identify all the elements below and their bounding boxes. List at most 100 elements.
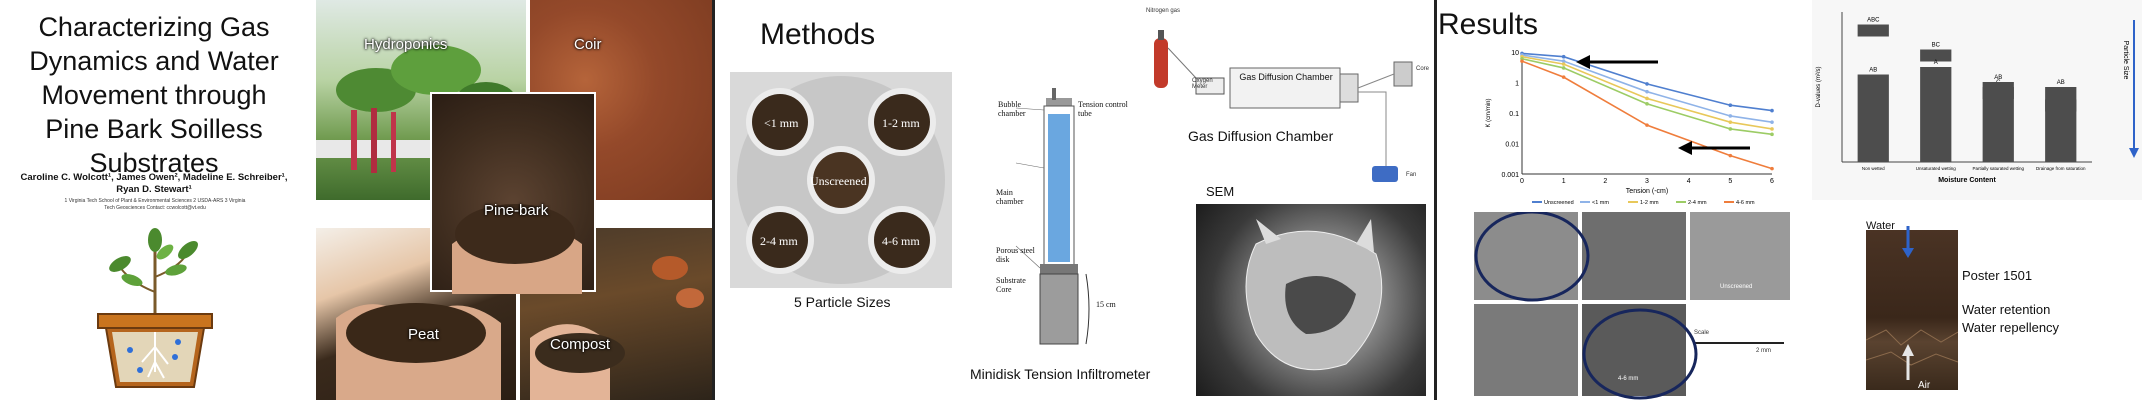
bar-label: AB [1994, 75, 2002, 81]
sem-tile-label: 4-6 mm [1618, 376, 1639, 382]
sem-micrograph-graphic [1245, 219, 1383, 371]
y-tick-label: 0.001 [1501, 172, 1519, 179]
pine-bark-label: Pine-bark [484, 202, 549, 219]
scale-value: 2 mm [1756, 348, 1771, 354]
data-point [1561, 54, 1566, 59]
data-point [1561, 66, 1566, 70]
scale-box: Scale 2 mm [1690, 304, 1790, 396]
soil-texture-graphic [1866, 329, 1958, 366]
highlight-circles [1474, 212, 1698, 400]
x-axis-label: Moisture Content [1938, 177, 1996, 184]
fan-label: Fan [1406, 172, 1417, 178]
data-point [1770, 127, 1774, 131]
peat-hands-icon [336, 303, 501, 400]
legend-entry: 2-4 mm [1688, 200, 1707, 206]
author-line: Caroline C. Wolcott¹, James Owen², Madel… [20, 172, 288, 183]
category-label: Non wetted [1862, 166, 1885, 171]
poster-title: Characterizing Gas Dynamics and Water Mo… [4, 10, 304, 180]
methods-panel: Methods <1 mm 1-2 mm Unscreened 2-4 mm 4… [716, 0, 1434, 400]
data-point [1728, 114, 1733, 118]
sem-tile-label: Unscreened [1720, 284, 1753, 290]
peat-label: Peat [408, 326, 439, 343]
bar [1920, 49, 1952, 62]
water-label: Water [1866, 220, 1895, 232]
sieve-label: Unscreened [810, 174, 867, 188]
sem-image [1196, 204, 1426, 396]
height-label: 15 cm [1096, 300, 1116, 309]
series-line [1521, 54, 1773, 123]
x-tick-label: 0 [1520, 178, 1524, 185]
affiliation-line: 1 Virginia Tech School of Plant & Enviro… [64, 198, 246, 204]
coir-label: Coir [574, 36, 602, 53]
water-arrow-icon [1902, 226, 1914, 258]
tension-control-label: Tension control tube [1078, 100, 1128, 118]
compost-hands-icon [530, 256, 704, 400]
bar [1920, 67, 1952, 162]
sem-tile [1474, 304, 1578, 396]
bar [2045, 87, 2077, 162]
scale-bar [1694, 342, 1784, 344]
panel-divider [712, 0, 715, 400]
trend-arrowhead [1576, 55, 1590, 69]
sieve-label: 4-6 mm [882, 234, 920, 248]
core-label: Core [1416, 66, 1430, 72]
hydroponics-label: Hydroponics [364, 36, 448, 53]
data-point [1645, 96, 1649, 101]
data-point [1645, 102, 1649, 106]
sieve-label: <1 mm [764, 116, 799, 130]
data-point [1561, 59, 1566, 63]
scale-label: Scale [1694, 330, 1710, 336]
gas-diffusion-diagram [1154, 30, 1413, 182]
title-line: Movement through [41, 80, 267, 110]
title-line: Dynamics and Water [29, 46, 279, 76]
poster-number: Poster 1501 [1962, 268, 2033, 283]
sieve-label: 2-4 mm [760, 234, 798, 248]
data-point [1561, 62, 1566, 66]
x-tick-label: 1 [1562, 178, 1566, 185]
infiltrometer-diagram [1015, 88, 1090, 345]
data-point [1728, 153, 1733, 158]
x-axis-label: Tension (-cm) [1626, 188, 1668, 195]
bubble-chamber-label: Bubble chamber [998, 100, 1026, 118]
sem-tile: Unscreened [1690, 212, 1790, 300]
particle-caption: 5 Particle Sizes [794, 294, 891, 310]
title-panel: Characterizing Gas Dynamics and Water Mo… [0, 0, 308, 400]
legend-entry: 1-2 mm [1640, 200, 1659, 206]
affiliation: 1 Virginia Tech School of Plant & Enviro… [30, 198, 280, 212]
air-label: Air [1918, 380, 1931, 391]
legend-entry: 4-6 mm [1736, 200, 1755, 206]
gas-caption: Gas Diffusion Chamber [1188, 128, 1334, 144]
bar-label: A [1934, 60, 1938, 66]
bar-label: AB [1869, 68, 1877, 74]
legend-entry: Unscreened [1544, 200, 1574, 206]
x-tick-label: 3 [1645, 178, 1649, 185]
soil-column [1866, 230, 1958, 390]
methods-header: Methods [760, 18, 876, 51]
nitrogen-label: Nitrogen gas [1146, 8, 1181, 14]
sem-tile: 4-6 mm [1582, 304, 1686, 396]
data-point [1645, 82, 1649, 86]
porous-disk-label: Porous steel disk [996, 246, 1035, 264]
sieve-tray-graphic [737, 76, 945, 284]
pine-bark-photo: Pine-bark [430, 92, 596, 294]
sieve-label: 1-2 mm [882, 116, 920, 130]
oxygen-meter-label: Oxygen Meter [1192, 78, 1213, 90]
x-tick-label: 2 [1603, 178, 1607, 185]
infiltrometer-caption: Minidisk Tension Infiltrometer [970, 366, 1151, 382]
bar-label: ABC [1867, 18, 1880, 24]
particle-size-arrowhead [2129, 148, 2139, 158]
water-retention-text: Water retention [1962, 302, 2051, 317]
data-point [1770, 166, 1774, 171]
pine-bark-hands-icon [452, 204, 582, 294]
y-tick-label: 0.1 [1509, 111, 1519, 118]
bar [1857, 74, 1889, 162]
y-tick-label: 1 [1515, 81, 1519, 88]
bar-label: BC [1932, 43, 1941, 49]
results-header: Results [1438, 8, 1539, 41]
sem-label: SEM [1206, 184, 1235, 199]
trend-arrowhead [1678, 141, 1692, 155]
series-line [1521, 60, 1773, 170]
